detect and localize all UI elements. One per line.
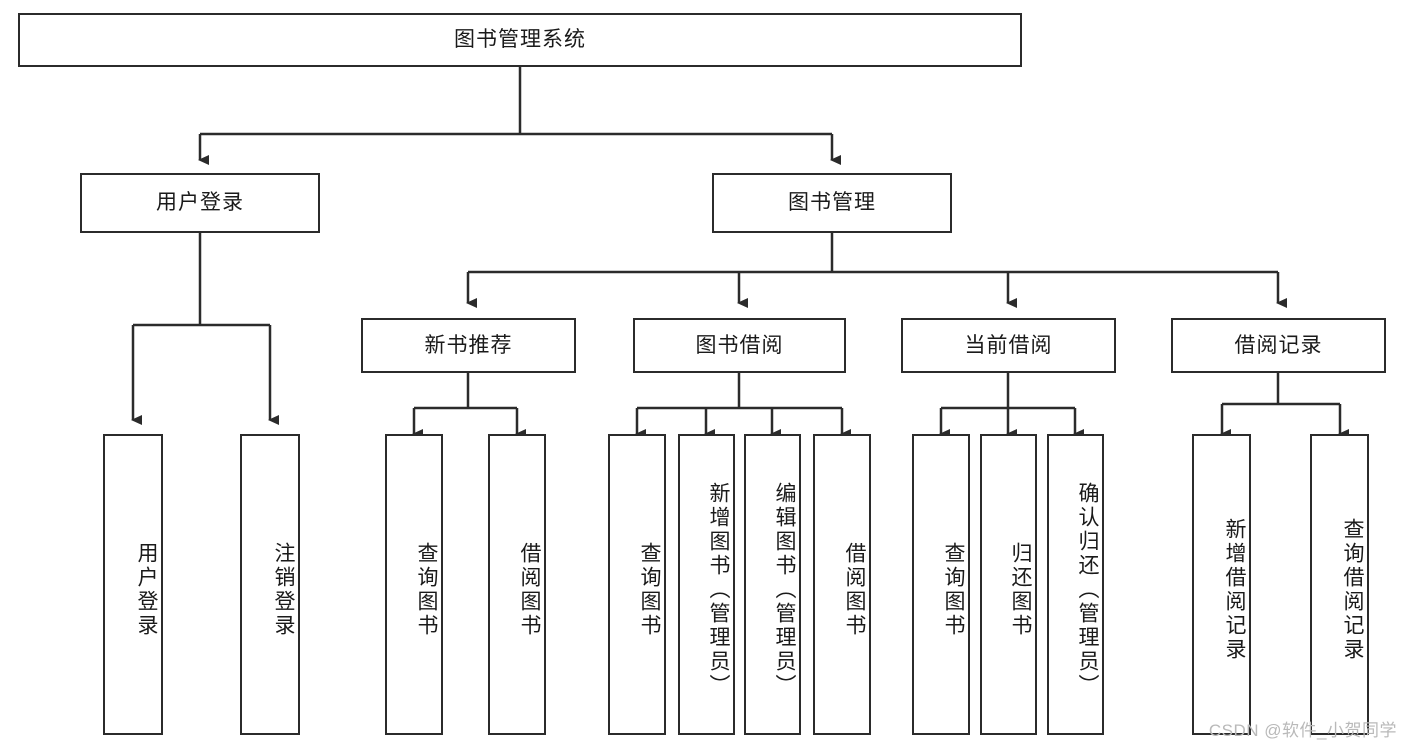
node-current-borrow[interactable]: 当前借阅: [901, 318, 1116, 373]
node-leaf-add-book[interactable]: 新增图书（管理员）: [678, 434, 735, 735]
node-root[interactable]: 图书管理系统: [18, 13, 1022, 67]
node-user-login-label: 用户登录: [156, 191, 244, 215]
node-leaf-query-book-3-label: 查询图书: [942, 541, 965, 638]
node-leaf-borrow-book-1[interactable]: 借阅图书: [488, 434, 546, 735]
node-leaf-edit-book[interactable]: 编辑图书（管理员）: [744, 434, 801, 735]
node-leaf-add-book-label: 新增图书（管理员）: [707, 481, 730, 698]
node-borrow-record[interactable]: 借阅记录: [1171, 318, 1386, 373]
node-leaf-return-book[interactable]: 归还图书: [980, 434, 1037, 735]
node-book-borrow-label: 图书借阅: [695, 333, 784, 357]
node-leaf-borrow-book-1-label: 借阅图书: [518, 541, 541, 638]
node-current-borrow-label: 当前借阅: [964, 333, 1053, 357]
node-leaf-borrow-book-2-label: 借阅图书: [843, 541, 866, 638]
node-book-borrow[interactable]: 图书借阅: [633, 318, 846, 373]
node-leaf-query-record-label: 查询借阅记录: [1341, 517, 1364, 662]
node-leaf-query-book-1-label: 查询图书: [415, 541, 438, 638]
node-borrow-record-label: 借阅记录: [1234, 333, 1323, 357]
node-leaf-confirm-return-label: 确认归还（管理员）: [1076, 481, 1099, 698]
node-leaf-borrow-book-2[interactable]: 借阅图书: [813, 434, 871, 735]
node-new-book-recommend[interactable]: 新书推荐: [361, 318, 576, 373]
node-leaf-user-login-label: 用户登录: [135, 541, 158, 638]
node-book-manage[interactable]: 图书管理: [712, 173, 952, 233]
node-leaf-query-book-2[interactable]: 查询图书: [608, 434, 666, 735]
node-book-manage-label: 图书管理: [788, 191, 876, 215]
node-leaf-return-book-label: 归还图书: [1009, 541, 1032, 638]
node-leaf-user-login[interactable]: 用户登录: [103, 434, 163, 735]
node-leaf-add-record[interactable]: 新增借阅记录: [1192, 434, 1251, 735]
node-leaf-logout-label: 注销登录: [272, 541, 295, 638]
node-leaf-edit-book-label: 编辑图书（管理员）: [773, 481, 796, 698]
node-leaf-query-book-1[interactable]: 查询图书: [385, 434, 443, 735]
node-root-label: 图书管理系统: [454, 28, 586, 52]
node-leaf-add-record-label: 新增借阅记录: [1223, 517, 1246, 662]
node-leaf-confirm-return[interactable]: 确认归还（管理员）: [1047, 434, 1104, 735]
node-leaf-query-record[interactable]: 查询借阅记录: [1310, 434, 1369, 735]
node-user-login[interactable]: 用户登录: [80, 173, 320, 233]
node-leaf-logout[interactable]: 注销登录: [240, 434, 300, 735]
node-leaf-query-book-2-label: 查询图书: [638, 541, 661, 638]
csdn-watermark: CSDN @软件_小贺同学: [1208, 721, 1397, 740]
node-leaf-query-book-3[interactable]: 查询图书: [912, 434, 970, 735]
node-new-book-recommend-label: 新书推荐: [424, 333, 513, 357]
